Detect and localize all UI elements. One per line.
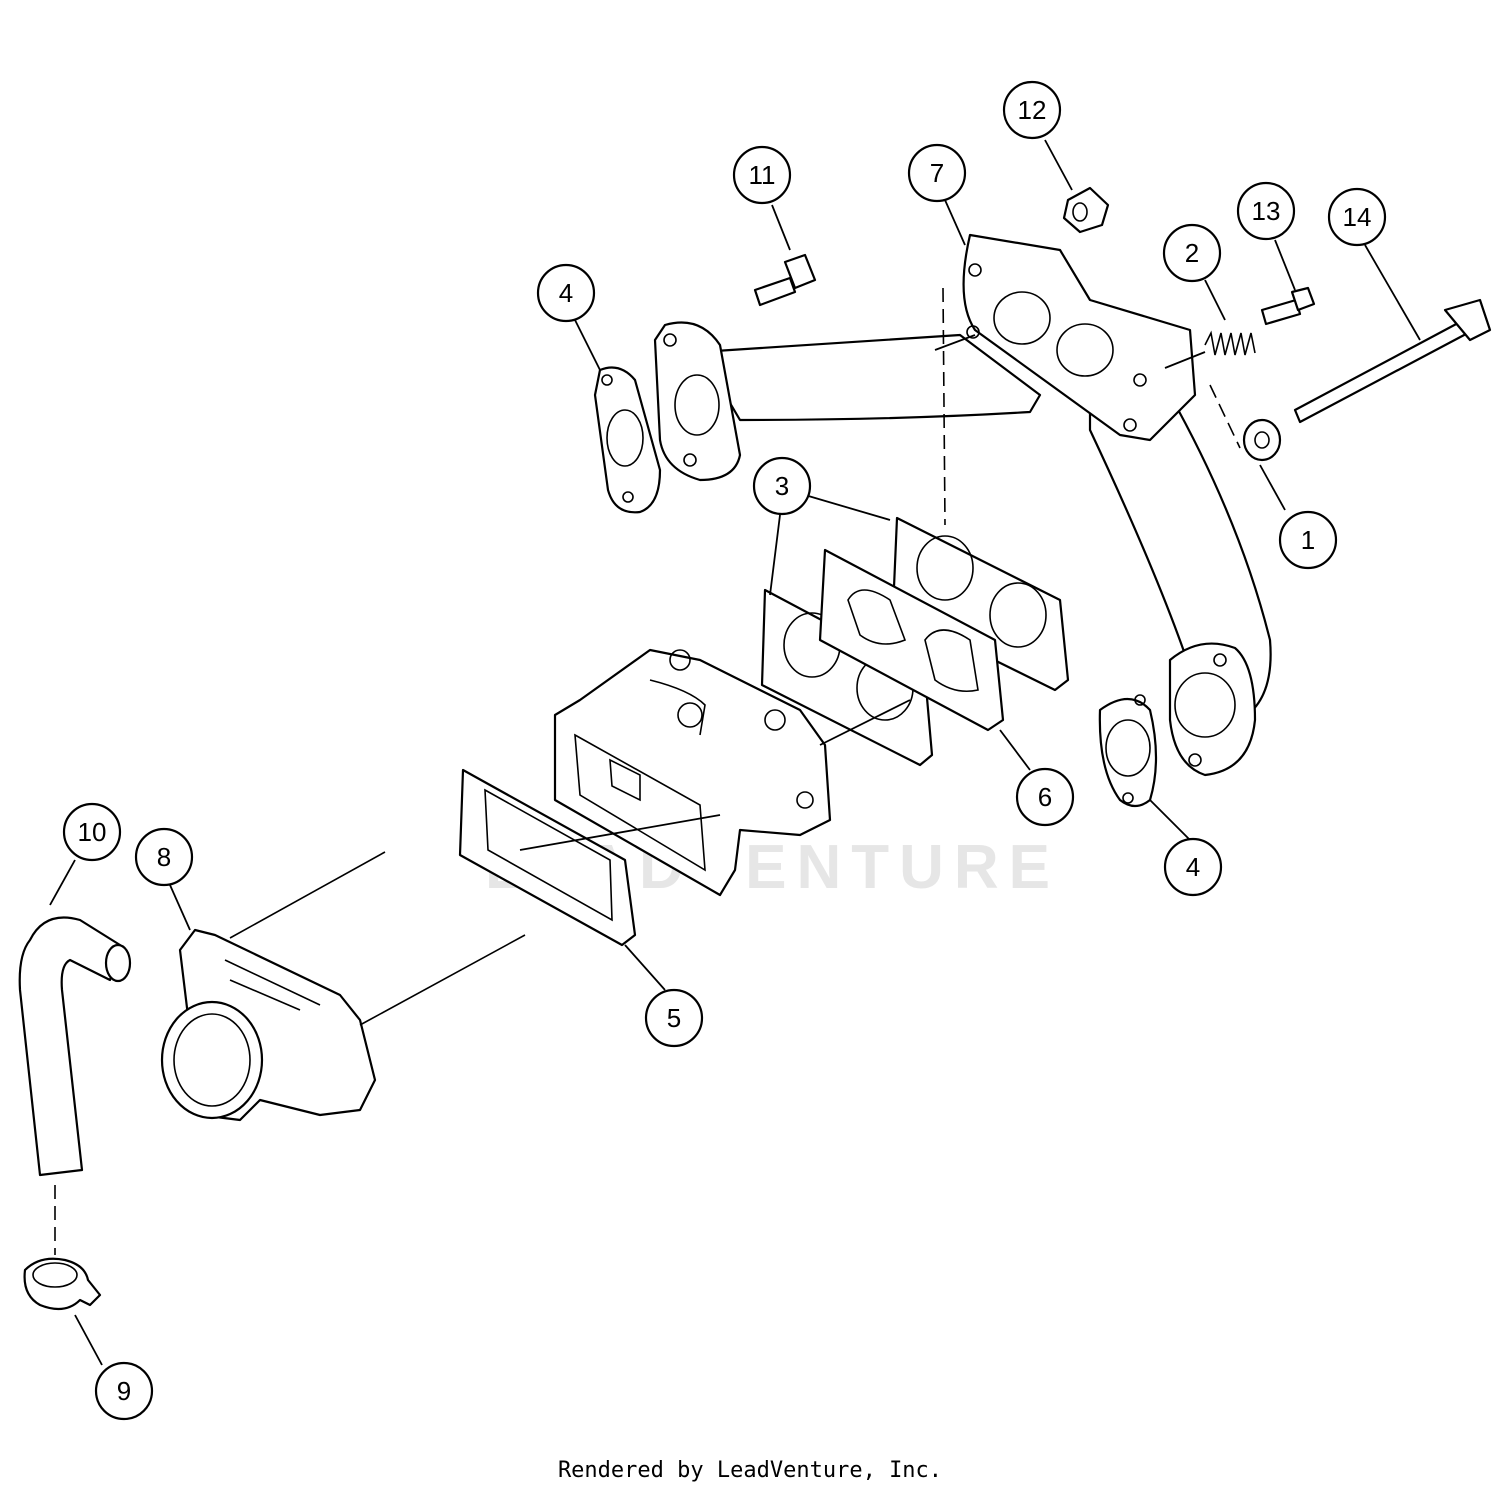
gasket-upper-left (593, 366, 662, 514)
washer-1 (1242, 418, 1282, 462)
callout-12: 12 (1002, 80, 1062, 140)
bolt-11 (753, 253, 817, 307)
spring-2 (1164, 330, 1256, 369)
bolt-14 (1293, 298, 1492, 424)
svg-text:7: 7 (930, 158, 944, 188)
svg-text:9: 9 (117, 1376, 131, 1406)
svg-text:4: 4 (559, 278, 573, 308)
callout-14: 14 (1327, 187, 1387, 247)
gasket-5 (458, 768, 637, 947)
gasket-lower-right (1098, 694, 1158, 808)
callout-11: 11 (732, 145, 792, 205)
callout-9: 9 (94, 1361, 154, 1421)
carburetor (553, 648, 832, 897)
callout-7: 7 (907, 143, 967, 203)
callout-3: 3 (752, 456, 812, 516)
nut-12 (1062, 186, 1110, 234)
callout-4-lower: 4 (1163, 837, 1223, 897)
svg-text:12: 12 (1018, 95, 1047, 125)
svg-text:6: 6 (1038, 782, 1052, 812)
callout-13: 13 (1236, 181, 1296, 241)
callout-6: 6 (1015, 767, 1075, 827)
air-horn-8 (160, 851, 526, 1122)
svg-text:13: 13 (1252, 196, 1281, 226)
callout-1: 1 (1278, 510, 1338, 570)
svg-text:11: 11 (749, 160, 776, 190)
svg-text:8: 8 (157, 842, 171, 872)
svg-text:5: 5 (667, 1003, 681, 1033)
hose-10 (18, 916, 132, 1177)
callout-4-upper: 4 (536, 263, 596, 323)
svg-text:14: 14 (1343, 202, 1372, 232)
callout-8: 8 (134, 827, 194, 887)
svg-text:2: 2 (1185, 238, 1199, 268)
screw-13 (1260, 286, 1316, 326)
callout-5: 5 (644, 988, 704, 1048)
callout-10: 10 (62, 802, 122, 862)
leader-lines (49, 139, 1421, 1366)
svg-text:4: 4 (1186, 852, 1200, 882)
callout-2: 2 (1162, 223, 1222, 283)
svg-text:1: 1 (1301, 525, 1315, 555)
footer-credit: Rendered by LeadVenture, Inc. (557, 1458, 943, 1483)
clamp-9 (23, 1257, 102, 1311)
spacer-6 (818, 548, 1005, 732)
svg-text:3: 3 (775, 471, 789, 501)
svg-text:10: 10 (78, 817, 107, 847)
intake-manifold (653, 233, 1272, 777)
